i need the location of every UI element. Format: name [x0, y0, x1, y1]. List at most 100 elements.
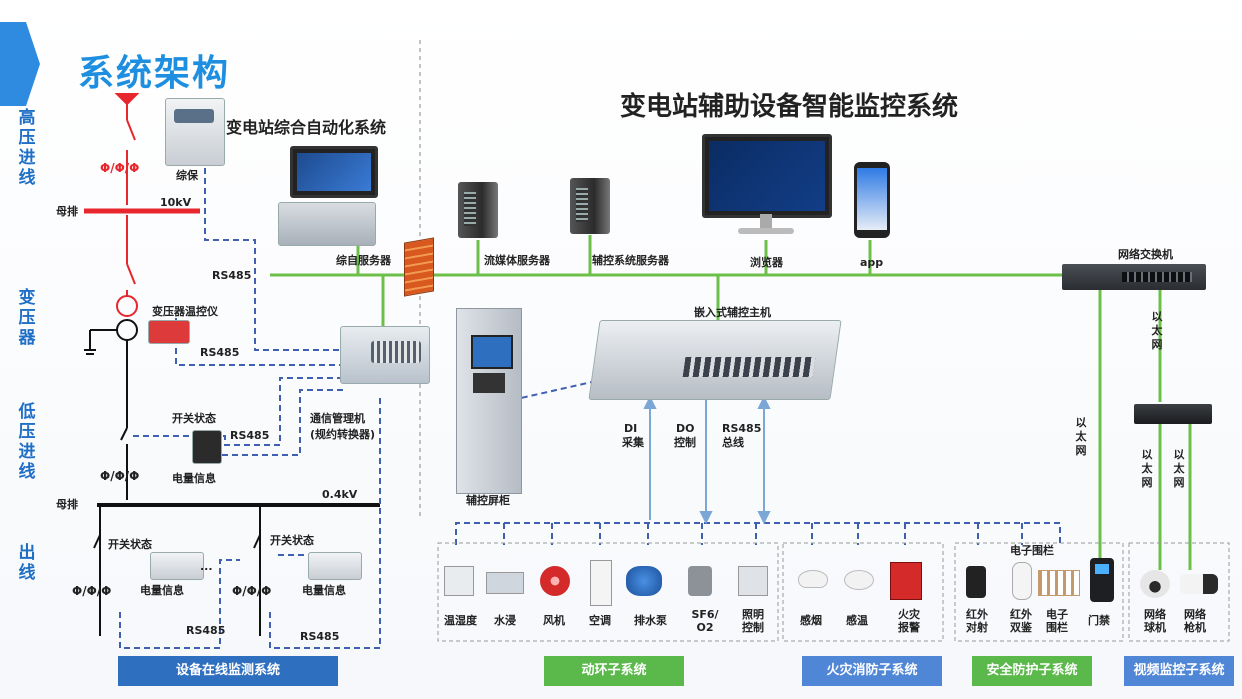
- label-switch-state-2: 开关状态: [108, 538, 152, 551]
- label-security-1: 红外 双鉴: [1010, 608, 1032, 634]
- lv-ct-symbol-1: Φ/Φ/Φ: [100, 469, 140, 483]
- network-switch: [1062, 264, 1206, 290]
- label-ethernet-4: 以太网: [1173, 448, 1185, 489]
- label-fire-1: 感温: [846, 614, 868, 627]
- label-do: DO: [676, 422, 695, 435]
- label-stream-server: 流媒体服务器: [484, 254, 550, 267]
- smoke-detector-device: [798, 570, 828, 588]
- subsystem-boxes: [437, 542, 1230, 642]
- bottom-bar-online: 设备在线监测系统: [118, 656, 338, 686]
- label-aux-cabinet: 辅控屏柜: [466, 494, 510, 507]
- system-title: 变电站辅助设备智能监控系统: [620, 92, 959, 122]
- io-arrows: [643, 395, 771, 525]
- label-security-0: 红外 对射: [966, 608, 988, 634]
- lv-power-line: [84, 319, 380, 636]
- label-busbar-hv: 母排: [56, 205, 78, 218]
- fire-alarm-panel: [890, 562, 922, 600]
- label-env-2: 风机: [543, 614, 565, 627]
- embedded-host: [588, 320, 842, 400]
- drain-pump-device: [626, 566, 662, 596]
- label-env-0: 温湿度: [444, 614, 477, 627]
- lv-ct-symbol-2: Φ/Φ/Φ: [72, 584, 112, 598]
- label-di-collect: 采集: [622, 436, 644, 449]
- label-comm-manager-2: (规约转换器): [310, 428, 376, 441]
- dome-camera-device: [1140, 570, 1170, 598]
- ir-beam-device: [966, 566, 986, 598]
- label-video-0: 网络 球机: [1144, 608, 1166, 634]
- label-elec-info-3: 电量信息: [302, 584, 346, 597]
- label-do-control: 控制: [674, 436, 696, 449]
- label-aux-server: 辅控系统服务器: [592, 254, 669, 267]
- label-rs485-a: RS485: [212, 269, 252, 282]
- meter-module-1: [150, 552, 204, 580]
- label-busbar-lv: 母排: [56, 498, 78, 511]
- label-switch-state-1: 开关状态: [172, 412, 216, 425]
- label-env-4: 排水泵: [634, 614, 667, 627]
- stream-server: [458, 182, 498, 238]
- label-env-5: SF6/ O2: [691, 608, 719, 634]
- electronic-fence-device: [1038, 570, 1080, 596]
- browser-monitor: [702, 134, 832, 238]
- accent-chevron: [0, 22, 40, 106]
- label-transformer-monitor: 变压器温控仪: [152, 305, 218, 318]
- label-elec-info-1: 电量信息: [172, 472, 216, 485]
- label-rs485-bus: RS485: [722, 422, 762, 435]
- label-zongbao: 综保: [176, 169, 198, 182]
- label-security-3: 门禁: [1088, 614, 1110, 627]
- hv-ct-symbol: Φ/Φ/Φ: [100, 161, 140, 175]
- label-browser: 浏览器: [750, 256, 783, 269]
- label-fire-0: 感烟: [800, 614, 822, 627]
- label-di: DI: [624, 422, 638, 435]
- water-leak-device: [486, 572, 524, 594]
- fan-device: [540, 566, 570, 596]
- label-network-switch: 网络交换机: [1118, 248, 1173, 261]
- label-rs485-c: RS485: [230, 429, 270, 442]
- label-security-2: 电子 围栏: [1046, 608, 1068, 634]
- label-rs485-b: RS485: [200, 346, 240, 359]
- label-fire-2: 火灾 报警: [898, 608, 920, 634]
- firewall: [404, 237, 434, 297]
- mobile-phone: [854, 162, 890, 238]
- ir-dual-detector-device: [1012, 562, 1032, 600]
- side-label-outgoing: 出线: [18, 543, 36, 583]
- bottom-bar-fire: 火灾消防子系统: [802, 656, 942, 686]
- bottom-bar-security: 安全防护子系统: [972, 656, 1092, 686]
- label-ethernet-3: 以太网: [1141, 448, 1153, 489]
- access-control-device: [1090, 558, 1114, 602]
- label-video-1: 网络 枪机: [1184, 608, 1206, 634]
- heat-detector-device: [844, 570, 874, 590]
- meter-module-2: [308, 552, 362, 580]
- label-embedded-host: 嵌入式辅控主机: [694, 306, 771, 319]
- page-title: 系统架构: [78, 53, 231, 94]
- side-label-hv: 高压进线: [18, 108, 36, 188]
- label-env-6: 照明 控制: [742, 608, 764, 634]
- hv-power-line: [114, 93, 140, 317]
- label-ethernet-2: 以太网: [1075, 416, 1087, 457]
- label-elec-info-2: 电量信息: [140, 584, 184, 597]
- lv-ct-symbol-3: Φ/Φ/Φ: [232, 584, 272, 598]
- label-04kv: 0.4kV: [322, 488, 358, 501]
- temp-humidity-device: [444, 566, 474, 596]
- label-app: app: [860, 256, 884, 269]
- zongzi-workstation: [278, 146, 378, 246]
- bullet-camera-device: [1180, 574, 1218, 594]
- subsystem-title: 变电站综合自动化系统: [226, 118, 387, 137]
- label-env-1: 水浸: [494, 614, 516, 627]
- nvr-device: [1134, 404, 1212, 424]
- bottom-bar-video: 视频监控子系统: [1124, 656, 1234, 686]
- aux-cabinet: [456, 308, 522, 494]
- label-zongzi-server: 综自服务器: [336, 254, 391, 267]
- side-label-lv: 低压进线: [18, 402, 36, 482]
- meter-device: [192, 430, 222, 464]
- aux-server: [570, 178, 610, 234]
- label-ellipsis: ...: [200, 560, 213, 573]
- label-env-3: 空调: [589, 614, 611, 627]
- label-rs485-e: RS485: [300, 630, 340, 643]
- label-switch-state-3: 开关状态: [270, 534, 314, 547]
- air-conditioner-device: [590, 560, 612, 606]
- label-rs485-d: RS485: [186, 624, 226, 637]
- protection-relay-device: [165, 98, 225, 166]
- label-ethernet-1: 以太网: [1151, 310, 1163, 351]
- label-electronic-fence-top: 电子围栏: [1010, 544, 1054, 557]
